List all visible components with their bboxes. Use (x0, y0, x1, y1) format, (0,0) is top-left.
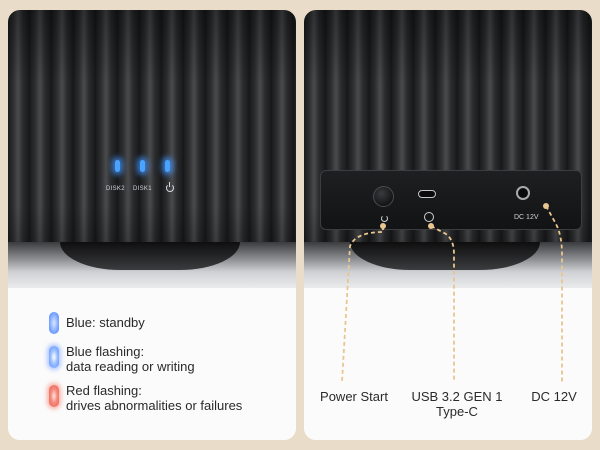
usb-c-port-icon (418, 190, 436, 198)
usb-label: USB 3.2 GEN 1 Type-C (404, 389, 510, 419)
base-cutout (350, 242, 540, 270)
usb-callout-dot (428, 223, 434, 229)
legend-blue-flashing-desc: data reading or writing (66, 359, 195, 374)
red-flashing-led-icon (49, 385, 59, 407)
usb-label-line1: USB 3.2 GEN 1 (411, 389, 503, 404)
fins-shading (8, 10, 296, 255)
disk1-led-icon (140, 160, 145, 172)
legend-standby: Blue: standby (66, 315, 145, 330)
dc-callout-dot (543, 203, 549, 209)
label-area (304, 288, 592, 440)
dc-port-text: DC 12V (514, 214, 539, 221)
power-callout-line (341, 226, 384, 383)
usb-symbol-icon (424, 212, 434, 222)
base-cutout (60, 242, 240, 270)
legend-blue-flashing: Blue flashing: data reading or writing (66, 344, 195, 374)
power-led-icon (165, 160, 170, 172)
front-view-panel: DISK2 DISK1 Blue: standby Blue flashing:… (8, 10, 296, 440)
dc-label: DC 12V (531, 389, 577, 404)
legend-red-flashing: Red flashing: drives abnormalities or fa… (66, 383, 242, 413)
callout-lines (341, 205, 563, 383)
legend-blue-flashing-title: Blue flashing: (66, 344, 145, 359)
power-start-label: Power Start (320, 389, 388, 404)
port-bay (320, 170, 582, 230)
power-callout-dot (380, 223, 386, 229)
dc-jack-icon (516, 186, 530, 200)
legend-red-flashing-desc: drives abnormalities or failures (66, 398, 243, 413)
power-symbol-icon (166, 182, 174, 192)
disk1-label: DISK1 (133, 186, 152, 192)
blue-led-icon (49, 312, 59, 334)
heatsink-fins (8, 10, 296, 255)
rear-view-panel: DC 12V Power Start USB 3.2 GEN 1 Type-C … (304, 10, 592, 440)
usb-label-line2: Type-C (436, 404, 478, 419)
dc-callout-line (545, 205, 563, 382)
disk2-label: DISK2 (106, 186, 125, 192)
power-symbol-icon (381, 215, 388, 222)
usb-callout-line (430, 225, 455, 382)
power-button (373, 186, 394, 207)
disk2-led-icon (115, 160, 120, 172)
legend-red-flashing-title: Red flashing: (66, 383, 142, 398)
blue-flashing-led-icon (49, 346, 59, 368)
legend-standby-text: Blue: standby (66, 315, 145, 330)
